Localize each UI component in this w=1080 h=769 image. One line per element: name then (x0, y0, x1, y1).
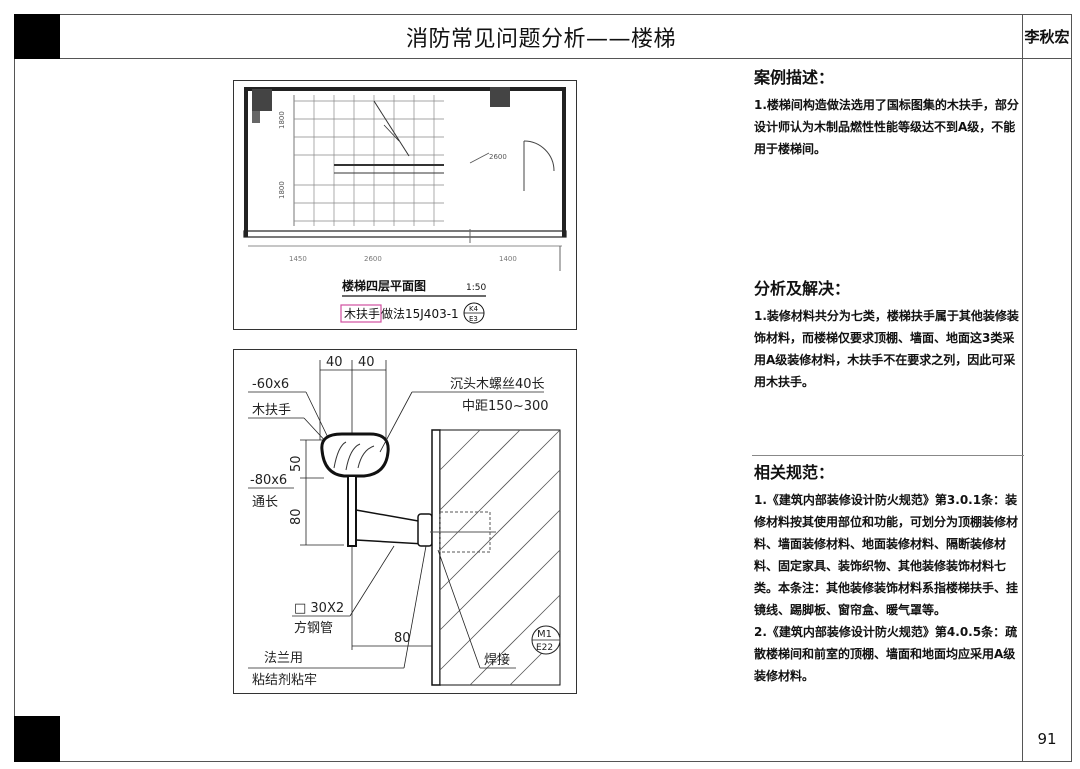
page-number: 91 (1037, 730, 1057, 748)
detail-spacing-label: 中距150~300 (462, 399, 549, 414)
norms-title: 相关规范： (754, 463, 835, 482)
detail-ref-bottom: E22 (536, 643, 553, 653)
analysis-title: 分析及解决： (754, 279, 851, 298)
detail-dim-50: 50 (289, 455, 304, 472)
detail-handrail-label: 木扶手 (252, 403, 291, 418)
corner-block-top-left (14, 14, 60, 59)
detail-dim-top-2: 40 (358, 355, 375, 370)
norms-item-2: 2.《建筑内部装修设计防火规范》第4.0.5条：疏散楼梯间和前室的顶棚、墙面和地… (754, 625, 1018, 683)
stair-treads (294, 95, 444, 226)
plan-bottom-dim-3: 1400 (499, 255, 517, 263)
plan-bottom-dim-2: 2600 (364, 255, 382, 263)
handrail-detail-figure: 40 40 -60x6 木扶手 50 80 -80x6 通长 (233, 349, 577, 694)
detail-screw-label: 沉头木螺丝40长 (450, 377, 545, 392)
detail-plate-1: -60x6 (252, 377, 289, 392)
wall-hatch (439, 429, 561, 686)
stair-plan-drawing: 2600 1800 1800 1450 2600 1400 楼梯四层平面图 1:… (243, 87, 567, 324)
case-title: 案例描述： (754, 68, 835, 87)
plan-ref-symbol-top: K4 (469, 305, 479, 313)
plan-bottom-dim-1: 1450 (289, 255, 307, 263)
detail-dim-80-horizontal: 80 (394, 631, 411, 646)
plan-ref-symbol-bottom: E3 (469, 315, 478, 323)
detail-plate-2: -80x6 (250, 473, 287, 488)
author-column (1022, 14, 1072, 762)
detail-ref-top: M1 (537, 629, 552, 640)
author-name: 李秋宏 (1024, 28, 1070, 46)
page-title: 消防常见问题分析——楼梯 (405, 26, 676, 52)
plan-dim-3: 1800 (278, 181, 286, 199)
plan-scale: 1:50 (466, 283, 486, 293)
corner-block-bottom-left (14, 716, 60, 762)
detail-full-length: 通长 (252, 495, 278, 510)
norms-item-1: 1.《建筑内部装修设计防火规范》第3.0.1条：装修材料按其使用部位和功能，可划… (754, 493, 1019, 617)
page-frame (14, 14, 1072, 762)
detail-weld-label: 焊接 (484, 652, 510, 668)
detail-tube-name: 方钢管 (294, 620, 333, 636)
detail-dim-80-vertical: 80 (289, 508, 304, 525)
detail-tube-size: □ 30X2 (294, 601, 344, 616)
handrail-detail-drawing: 40 40 -60x6 木扶手 50 80 -80x6 通长 (248, 355, 561, 688)
case-text: 1.楼梯间构造做法选用了国标图集的木扶手，部分设计师认为木制品燃性性能等级达不到… (754, 98, 1019, 156)
plan-dim-arrow-label: 2600 (489, 153, 507, 161)
norms-divider (752, 455, 1024, 456)
plan-ref-text: 做法15J403-1 (381, 306, 459, 321)
stair-plan-figure: 2600 1800 1800 1450 2600 1400 楼梯四层平面图 1:… (233, 80, 577, 330)
detail-dim-top-1: 40 (326, 355, 343, 370)
plan-dim-1: 1800 (278, 111, 286, 129)
plan-caption: 楼梯四层平面图 (342, 278, 426, 293)
norms-section: 相关规范： 1.《建筑内部装修设计防火规范》第3.0.1条：装修材料按其使用部位… (752, 459, 1024, 687)
detail-flange-label-1: 法兰用 (264, 651, 303, 666)
analysis-section: 分析及解决： 1.装修材料共分为七类，楼梯扶手属于其他装修装饰材料，而楼梯仅要求… (752, 275, 1024, 393)
analysis-text: 1.装修材料共分为七类，楼梯扶手属于其他装修装饰材料，而楼梯仅要求顶棚、墙面、地… (754, 309, 1019, 389)
detail-flange-label-2: 粘结剂粘牢 (252, 673, 317, 688)
header-bar (14, 14, 1072, 59)
plan-ref-label: 木扶手 (344, 306, 380, 321)
case-section: 案例描述： 1.楼梯间构造做法选用了国标图集的木扶手，部分设计师认为木制品燃性性… (752, 64, 1024, 160)
